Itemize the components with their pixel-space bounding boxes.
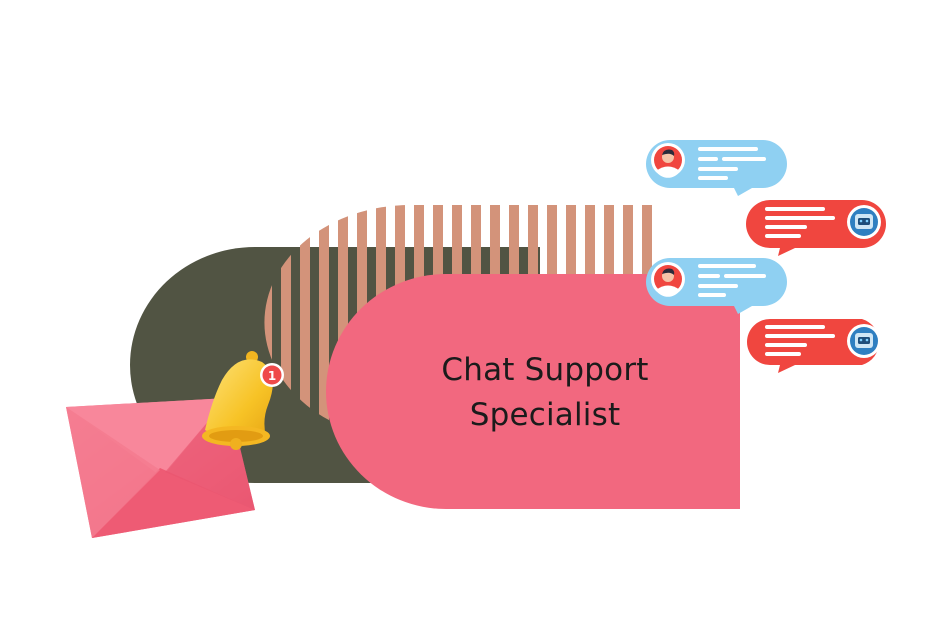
title-line-2: Specialist <box>469 397 621 433</box>
page-title: Chat Support Specialist <box>400 348 690 438</box>
person-avatar-icon <box>651 143 685 178</box>
chat-bubble-bot <box>746 200 886 256</box>
badge-count: 1 <box>268 369 276 383</box>
chat-bubble-customer <box>646 140 787 196</box>
chat-bubble-bot <box>747 319 881 373</box>
chat-bubble-customer <box>646 258 787 314</box>
robot-avatar-icon <box>847 324 881 358</box>
notification-bell-icon <box>202 351 273 450</box>
title-card <box>326 274 740 509</box>
robot-avatar-icon <box>847 205 881 239</box>
notification-badge: 1 <box>260 363 284 387</box>
title-line-1: Chat Support <box>441 352 649 388</box>
person-avatar-icon <box>651 262 685 297</box>
